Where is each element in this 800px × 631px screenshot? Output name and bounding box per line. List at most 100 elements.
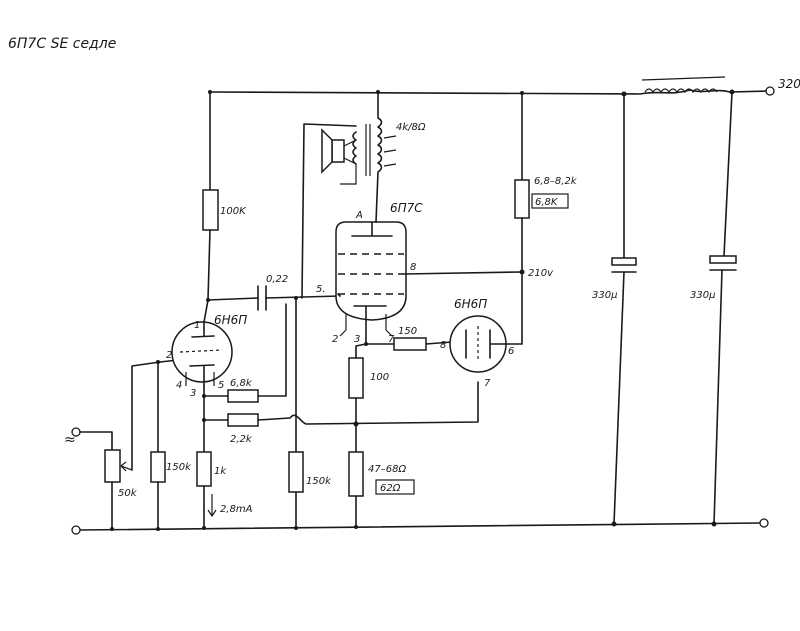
node-driver-cathode bbox=[202, 394, 206, 398]
b-plus-rail bbox=[209, 89, 771, 95]
follower-grid-wire-right bbox=[425, 341, 453, 345]
node-plate bbox=[206, 298, 210, 302]
cathode-feedback-node bbox=[353, 421, 359, 427]
node-b-plus-5 bbox=[729, 89, 735, 95]
transformer-secondary bbox=[352, 131, 357, 165]
transformer-primary bbox=[375, 91, 383, 223]
transformer-core bbox=[365, 124, 371, 176]
output-cathode bbox=[353, 305, 387, 345]
input-pot bbox=[104, 449, 121, 483]
g2-resistor-label: 6,8–8,2k bbox=[534, 176, 578, 187]
current-arrow bbox=[207, 494, 217, 518]
output-tube-label: 6П7С bbox=[390, 201, 423, 215]
coupling-cap-label: 0,22 bbox=[266, 274, 288, 285]
follower-pin-cathode: 7 bbox=[484, 378, 491, 389]
plate-resistor-label: 100K bbox=[220, 206, 247, 217]
node-ground-5 bbox=[354, 525, 358, 529]
driver-tube-label: 6Н6П bbox=[214, 313, 247, 327]
cap2-bottom-wire bbox=[713, 269, 723, 525]
driver-pin-plate: 1 bbox=[194, 320, 200, 331]
feedback2-wire-right bbox=[257, 381, 479, 425]
ground-rail bbox=[79, 522, 761, 531]
node-ground-3 bbox=[202, 526, 206, 530]
ground-terminal-left bbox=[71, 525, 81, 535]
output-g1-wire bbox=[337, 293, 341, 297]
output-tube bbox=[335, 221, 407, 321]
output-pin-g2: 8 bbox=[410, 262, 416, 273]
follower-pin-plate: 6 bbox=[508, 346, 514, 357]
driver-heater bbox=[185, 372, 215, 386]
coupling-cap bbox=[257, 285, 267, 311]
output-heater bbox=[339, 314, 393, 337]
driver-cathode-resistor bbox=[196, 451, 212, 487]
output-grid-resistor-label: 150k bbox=[306, 476, 332, 487]
output-pin-h1: 2 bbox=[332, 334, 338, 345]
follower-grid-resistor-label: 150 bbox=[398, 326, 417, 337]
driver-tube bbox=[171, 321, 233, 383]
coupling-wire-left bbox=[207, 297, 259, 301]
cap1-label: 330μ bbox=[592, 290, 617, 301]
output-grid-resistor bbox=[288, 451, 304, 493]
speaker-cone bbox=[321, 128, 333, 174]
node-ground-4 bbox=[294, 526, 298, 530]
grid-node-wire bbox=[157, 359, 179, 453]
title: 6П7С SE седле bbox=[8, 36, 116, 52]
cap1-plate-top bbox=[611, 257, 637, 266]
driver-grid bbox=[179, 349, 223, 353]
g2-resistor-sel-box bbox=[531, 193, 569, 209]
pot-label: 50k bbox=[118, 488, 138, 499]
node-b-plus-4 bbox=[621, 91, 627, 97]
output-plate bbox=[351, 221, 393, 237]
output-pin-cathode: 3 bbox=[354, 334, 360, 345]
output-pin-g1: 5. bbox=[316, 284, 326, 295]
cap2-top-wire bbox=[723, 91, 733, 257]
speaker-leads bbox=[340, 139, 357, 185]
input-grid-resistor-label: 150k bbox=[166, 462, 192, 473]
feedback-resistor-2 bbox=[227, 413, 259, 427]
choke bbox=[641, 76, 726, 94]
b-plus-terminal bbox=[765, 86, 775, 96]
output-cathode-resistor bbox=[348, 357, 364, 399]
output-cathode-wire bbox=[355, 343, 367, 359]
ground-terminal-right bbox=[759, 518, 769, 528]
cap1-bottom-wire bbox=[613, 271, 625, 525]
speaker-wire bbox=[301, 123, 357, 299]
pot-wiper bbox=[131, 361, 161, 471]
follower-plate bbox=[489, 271, 523, 359]
cap2-plate-top bbox=[709, 255, 737, 264]
g2-voltage-label: 210v bbox=[528, 268, 554, 279]
driver-pin-grid: 2 bbox=[166, 350, 172, 361]
node-output-grid bbox=[294, 296, 298, 300]
plate-resistor-bottom bbox=[203, 229, 211, 323]
input-symbol: ≈ bbox=[64, 432, 76, 448]
follower-tube-label: 6Н6П bbox=[454, 297, 487, 311]
transformer-label: 4k/8Ω bbox=[396, 122, 426, 133]
driver-plate bbox=[191, 321, 215, 338]
driver-pin-heater-a: 4 bbox=[176, 380, 182, 391]
output-g2-wire bbox=[403, 271, 523, 275]
cathode-resistor bbox=[348, 451, 364, 497]
output-cathode-resistor-label: 100 bbox=[370, 372, 389, 383]
speaker-magnet bbox=[331, 139, 345, 163]
feedback-resistor-1 bbox=[227, 389, 259, 403]
cathode-resistor-sel-label: 62Ω bbox=[380, 483, 401, 494]
driver-pin-cathode: 3 bbox=[190, 388, 196, 399]
coupling-wire-right bbox=[265, 295, 341, 299]
driver-current-label: 2,8mA bbox=[220, 504, 253, 515]
follower-pin-grid: 8 bbox=[440, 340, 446, 351]
output-pin-h2: 7 bbox=[388, 334, 395, 345]
feedback-resistor-2-label: 2,2k bbox=[230, 434, 253, 445]
g2-resistor bbox=[514, 179, 530, 219]
g2-resistor-sel-label: 6,8K bbox=[535, 197, 559, 208]
driver-cathode bbox=[189, 364, 215, 387]
output-pin-plate: A bbox=[355, 210, 363, 221]
transformer-taps bbox=[383, 135, 397, 167]
cap1-ground-node bbox=[611, 521, 617, 527]
input-wire bbox=[79, 431, 113, 451]
driver-pin-heater-b: 5 bbox=[218, 380, 224, 391]
node-ground-2 bbox=[156, 527, 160, 531]
feedback-resistor-1-label: 6,8k bbox=[230, 378, 253, 389]
supply-voltage: 320 bbox=[778, 77, 800, 91]
cap2-ground-node bbox=[711, 521, 717, 527]
node-driver-cathode-2 bbox=[202, 418, 206, 422]
